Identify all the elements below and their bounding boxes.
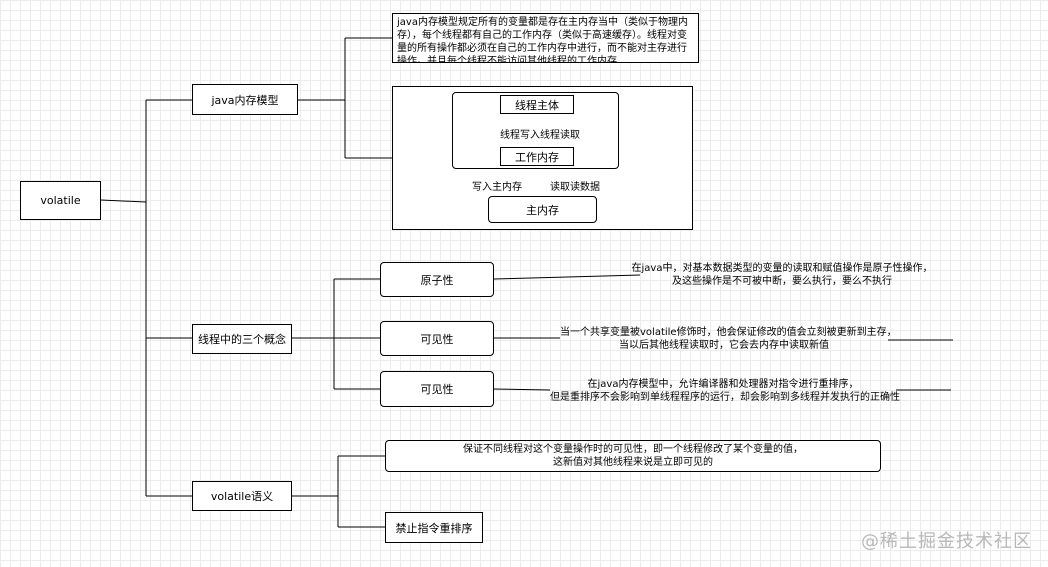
main-memory-box: 主内存 — [488, 196, 597, 223]
concept-atomicity: 原子性 — [380, 262, 494, 297]
root-node-volatile: volatile — [20, 181, 101, 220]
visibility-note-line-1: 当一个共享变量被volatile修饰时，他会保证修改的值会立刻被更新到主存， — [560, 327, 897, 338]
branch-node-concepts: 线程中的三个概念 — [192, 324, 292, 354]
watermark: @稀土掘金技术社区 — [861, 531, 1032, 552]
thread-read-label: 线程读取 — [540, 130, 580, 141]
working-memory-label: 工作内存 — [515, 150, 559, 164]
jmm-description: java内存模型规定所有的变量都是存在主内存当中（类似于物理内存），每个线程都有… — [392, 13, 699, 63]
main-memory-label: 主内存 — [526, 203, 559, 217]
root-label: volatile — [40, 194, 81, 207]
concept-atomicity-label: 原子性 — [420, 273, 454, 287]
jmm-label: java内存模型 — [211, 93, 279, 107]
semantics-visibility-line-2: 这新值对其他线程来说是立即可见的 — [553, 457, 713, 468]
semantics-label: volatile语义 — [210, 490, 274, 503]
concept-visibility-label: 可见性 — [420, 332, 454, 346]
semantics-no-reorder-label: 禁止指令重排序 — [395, 521, 473, 535]
concept-visibility: 可见性 — [380, 321, 494, 356]
thread-body-box: 线程主体 — [500, 95, 574, 114]
working-memory-box: 工作内存 — [500, 147, 574, 166]
concept-visibility-note: 当一个共享变量被volatile修饰时，他会保证修改的值会立刻被更新到主存， 当… — [560, 326, 897, 352]
concept-ordering: 可见性 — [380, 371, 494, 407]
branch-node-semantics: volatile语义 — [192, 481, 292, 511]
atomicity-note-line-1: 在java中，对基本数据类型的变量的读取和赋值操作是原子性操作， — [631, 263, 933, 274]
write-main-label: 写入主内存 — [472, 182, 522, 193]
concept-ordering-label: 可见性 — [420, 383, 454, 396]
read-data-label: 读取读数据 — [550, 182, 600, 193]
concept-ordering-note: 在java内存模型中，允许编译器和处理器对指令进行重排序， 但是重排序不会影响到… — [550, 378, 900, 404]
visibility-note-line-2: 当以后其他线程读取时，它会去内存中读取新值 — [619, 340, 829, 351]
concept-atomicity-note: 在java中，对基本数据类型的变量的读取和赋值操作是原子性操作， 及这些操作是不… — [622, 262, 942, 288]
semantics-visibility: 保证不同线程对这个变量操作时的可见性，即一个线程修改了某个变量的值， 这新值对其… — [385, 440, 881, 472]
branch-node-jmm: java内存模型 — [192, 84, 298, 115]
semantics-no-reorder: 禁止指令重排序 — [385, 512, 483, 543]
atomicity-note-line-2: 及这些操作是不可被中断，要么执行，要么不执行 — [672, 276, 892, 287]
concepts-label: 线程中的三个概念 — [198, 333, 286, 346]
jmm-description-text: java内存模型规定所有的变量都是存在主内存当中（类似于物理内存），每个线程都有… — [397, 17, 688, 63]
ordering-note-line-1: 在java内存模型中，允许编译器和处理器对指令进行重排序， — [587, 379, 859, 390]
thread-write-label: 线程写入 — [500, 130, 540, 141]
semantics-visibility-line-1: 保证不同线程对这个变量操作时的可见性，即一个线程修改了某个变量的值， — [463, 444, 803, 455]
thread-body-label: 线程主体 — [515, 98, 559, 112]
ordering-note-line-2: 但是重排序不会影响到单线程程序的运行，却会影响到多线程并发执行的正确性 — [550, 392, 900, 403]
